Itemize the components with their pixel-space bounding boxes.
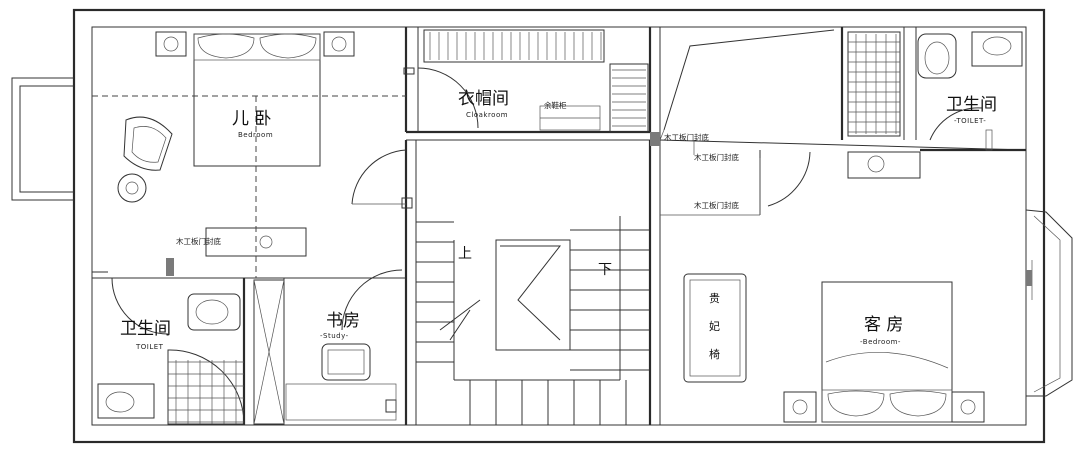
chaise-char-3: 椅 [709,347,720,361]
chaise-char-1: 贵 [709,292,720,305]
right-toilet-fixtures [847,31,1023,179]
left-toilet-fixtures [97,293,245,425]
wood-door-note-3: 木工板门封底 [694,200,739,210]
toilet-right-label: 卫生间 [946,95,997,115]
stair-down-label: 下 [598,262,612,278]
guest-room-furniture [683,273,985,423]
room-labels: 儿 卧 Bedroom 衣帽间 Cloakroom 卫生间 -TOILET- 卫… [120,89,997,351]
shoe-cabinet-note: 余鞋柜 [544,100,567,110]
structural-columns [166,132,1032,286]
annotation-notes: 余鞋柜 木工板门封底 木工板门封底 木工板门封底 木工板门封底 [176,100,739,246]
toilet-right-en: -TOILET- [954,117,986,125]
staircase [416,216,650,425]
chaise-char-2: 妃 [709,319,720,333]
guest-room-label: 客 房 [864,315,903,335]
kids-bedroom-furniture [117,31,355,257]
wood-door-note-left: 木工板门封底 [176,236,221,246]
chaise-label: 贵 妃 椅 [709,292,720,361]
doors [111,29,993,413]
study-en: -Study- [320,332,349,340]
kids-bedroom-label: 儿 卧 [232,109,271,129]
study-furniture [253,279,397,425]
exterior-walls [11,8,1073,444]
stair-up-label: 上 [458,246,472,262]
kids-bedroom-en: Bedroom [238,131,273,139]
cloakroom-shelving [423,29,646,131]
toilet-left-label: 卫生间 [120,319,171,339]
cloakroom-en: Cloakroom [466,111,508,119]
study-label: 书房 [326,311,360,331]
guest-room-en: -Bedroom- [860,338,901,346]
wood-door-note-1: 木工板门封底 [664,132,709,142]
wood-door-note-2: 木工板门封底 [694,152,739,162]
toilet-left-en: TOILET [135,343,164,351]
cloakroom-label: 衣帽间 [458,89,509,109]
